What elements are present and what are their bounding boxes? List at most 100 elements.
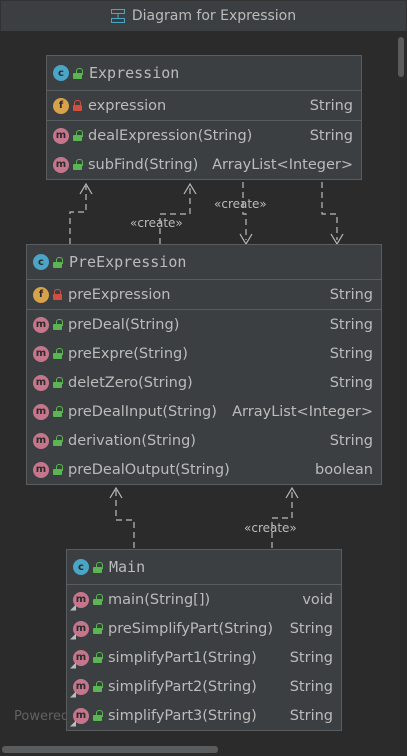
class-name: Expression [89, 64, 180, 82]
member-name: dealExpression(String) [88, 127, 253, 144]
static-method-icon: m [70, 591, 89, 611]
static-method-icon: m [70, 649, 89, 669]
link-label-create: «create» [130, 216, 183, 230]
method-row[interactable]: m preSimplifyPart(String) String [67, 614, 341, 643]
field-icon: f [33, 286, 49, 303]
member-name: derivation(String) [68, 432, 196, 449]
field-icon: f [53, 97, 69, 114]
method-row[interactable]: m simplifyPart3(String) String [67, 701, 341, 730]
member-type: String [329, 345, 373, 362]
member-type: String [289, 620, 333, 637]
method-row[interactable]: m preDeal(String) String [27, 310, 381, 339]
member-name: simplifyPart2(String) [108, 678, 257, 695]
methods-section: m preDeal(String) String m preExpre(Stri… [27, 310, 381, 484]
class-main[interactable]: c Main m main(String[]) void m preSimpli… [66, 549, 342, 731]
methods-section: m dealExpression(String) String m subFin… [47, 121, 361, 179]
public-lock-icon [72, 67, 83, 79]
member-name: simplifyPart3(String) [108, 707, 257, 724]
member-name: preExpre(String) [68, 345, 188, 362]
window-title-bar: Diagram for Expression [0, 0, 407, 32]
link-line [159, 186, 191, 244]
method-icon: m [33, 316, 49, 333]
class-header: c PreExpression [27, 245, 381, 280]
method-icon: m [33, 374, 49, 391]
class-preexpression[interactable]: c PreExpression f preExpression String m… [26, 244, 382, 485]
scrollbar-thumb[interactable] [2, 746, 218, 753]
member-type: boolean [315, 461, 373, 478]
member-type: String [309, 97, 353, 114]
member-name: preDealOutput(String) [68, 461, 230, 478]
method-row[interactable]: m preDealInput(String) ArrayList<Integer… [27, 397, 381, 426]
method-row[interactable]: m derivation(String) String [27, 426, 381, 455]
method-row[interactable]: m deletZero(String) String [27, 368, 381, 397]
member-name: expression [88, 97, 167, 114]
class-name: PreExpression [69, 253, 187, 271]
member-type: String [289, 678, 333, 695]
method-icon: m [53, 127, 69, 144]
public-lock-icon [72, 159, 83, 170]
scrollbar-thumb[interactable] [398, 37, 404, 77]
method-row[interactable]: m subFind(String) ArrayList<Integer> [47, 150, 361, 179]
link-label-create: «create» [244, 521, 297, 535]
method-icon: m [33, 345, 49, 362]
public-lock-icon [52, 319, 63, 330]
horizontal-scrollbar[interactable] [0, 743, 407, 756]
member-name: simplifyPart1(String) [108, 649, 257, 666]
member-name: main(String[]) [108, 591, 211, 608]
member-name: preExpression [68, 286, 171, 303]
field-row[interactable]: f preExpression String [27, 280, 381, 309]
member-type: String [289, 707, 333, 724]
class-name: Main [109, 558, 146, 576]
method-icon: m [33, 432, 49, 449]
public-lock-icon [52, 256, 63, 268]
arrow-head [285, 486, 299, 499]
arrow-head [183, 182, 197, 195]
link-line [321, 182, 338, 240]
member-type: String [289, 649, 333, 666]
member-name: subFind(String) [88, 156, 199, 173]
field-row[interactable]: f expression String [47, 91, 361, 120]
method-icon: m [53, 156, 69, 173]
static-method-icon: m [70, 678, 89, 698]
class-icon: c [33, 254, 49, 270]
method-row[interactable]: m preExpre(String) String [27, 339, 381, 368]
private-lock-icon [52, 289, 63, 300]
public-lock-icon [72, 130, 83, 141]
link-label-create: «create» [214, 197, 267, 211]
public-lock-icon [52, 406, 63, 417]
diagram-icon [110, 9, 125, 23]
method-icon: m [33, 461, 49, 478]
public-lock-icon [92, 710, 103, 721]
public-lock-icon [52, 348, 63, 359]
public-lock-icon [92, 652, 103, 663]
link-line [115, 490, 135, 548]
member-type: String [309, 127, 353, 144]
link-line [242, 182, 247, 240]
member-name: preDealInput(String) [68, 403, 217, 420]
member-type: ArrayList<Integer> [232, 403, 373, 420]
fields-section: f expression String [47, 91, 361, 121]
method-row[interactable]: m main(String[]) void [67, 585, 341, 614]
link-line [271, 490, 293, 548]
class-expression[interactable]: c Expression f expression String m dealE… [46, 55, 362, 180]
static-method-icon: m [70, 707, 89, 727]
class-header: c Main [67, 550, 341, 585]
member-type: ArrayList<Integer> [212, 156, 353, 173]
method-row[interactable]: m dealExpression(String) String [47, 121, 361, 150]
member-name: preDeal(String) [68, 316, 180, 333]
static-method-icon: m [70, 620, 89, 640]
member-name: preSimplifyPart(String) [108, 620, 274, 637]
member-type: void [302, 591, 333, 608]
member-type: String [329, 432, 373, 449]
public-lock-icon [92, 623, 103, 634]
method-row[interactable]: m simplifyPart2(String) String [67, 672, 341, 701]
public-lock-icon [92, 681, 103, 692]
public-lock-icon [92, 561, 103, 573]
window-title: Diagram for Expression [131, 8, 297, 24]
method-row[interactable]: m simplifyPart1(String) String [67, 643, 341, 672]
member-type: String [329, 286, 373, 303]
private-lock-icon [72, 100, 83, 111]
vertical-scrollbar[interactable] [395, 31, 407, 743]
method-row[interactable]: m preDealOutput(String) boolean [27, 455, 381, 484]
method-icon: m [33, 403, 49, 420]
